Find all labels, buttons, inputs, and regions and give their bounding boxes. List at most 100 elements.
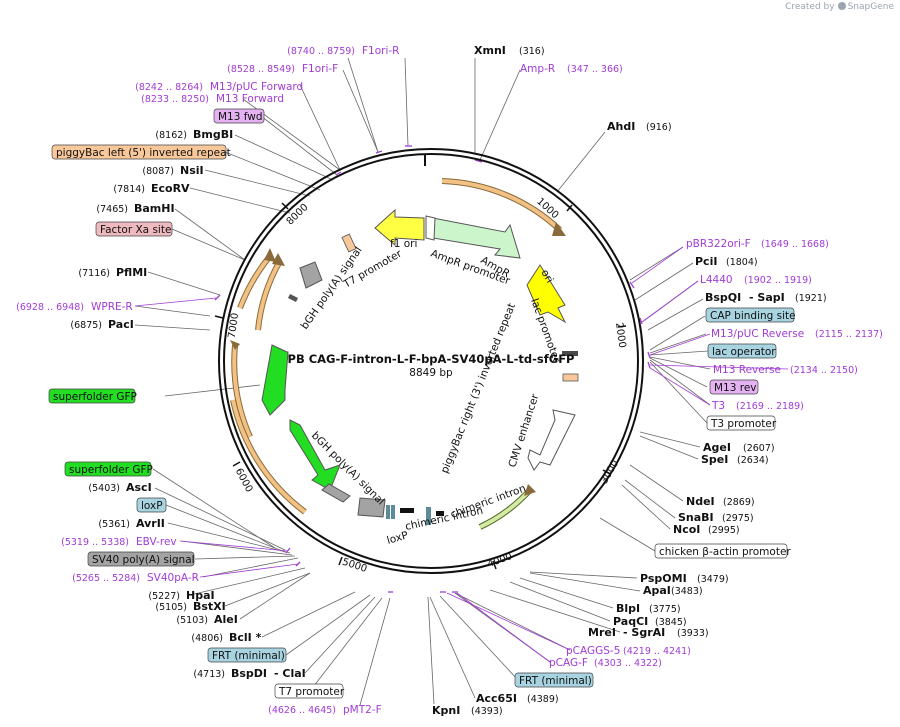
bmgbi-pos: (8162) [155,130,187,141]
label-ori: ori [538,268,555,286]
loxp-box-label: loxP [141,500,163,512]
kpni-pos: (4393) [471,706,503,717]
sfgfp-top-arrow [261,344,289,416]
amp-r-pos: (347 .. 366) [567,64,623,75]
pcii-name: PciI [695,255,717,268]
ncoi-pos: (2995) [708,525,740,536]
ndei-name: NdeI [686,495,715,508]
bspdi-pos: (4713) [193,669,225,680]
factor-xa-label: Factor Xa site [100,224,171,236]
ahdi-pos: (916) [646,122,672,133]
m13-reverse-name: M13 Reverse [713,364,781,376]
bcli-name: BclI * [229,631,262,644]
l4440-pos: (1902 .. 1919) [744,275,812,286]
plasmid-name: PB CAG-F-intron-L-F-bpA-SV40pA-L-td-sfGF… [288,352,575,366]
pcaggs5-pos: (4219 .. 4241) [623,646,691,657]
label-boxes [48,108,795,699]
sfgfp-2-label: superfolder GFP [69,464,153,476]
tick-label-5000: 5000 [341,557,369,575]
bgh-bottom-block [321,483,351,503]
ebv-rev-pos: (5319 .. 5338) [61,537,129,548]
paci-pos: (6875) [70,320,102,331]
lac-operator-block [562,373,579,382]
credit-prefix: Created by [785,2,835,12]
wpre-r-name: WPRE-R [91,301,133,313]
ncoi-name: NcoI [673,523,700,536]
bspqi-name: BspQI [705,291,741,304]
paqci-pos: (3845) [655,617,687,628]
cmv-enhancer-feature [527,409,576,471]
mrei-name: MreI [588,626,616,639]
label-f1-ori: f1 ori [390,238,417,250]
bgh-top-small [288,294,298,302]
apai-pos: (3483) [671,586,703,597]
asci-pos: (5403) [88,483,120,494]
bmgbi-name: BmgBI [193,128,233,141]
wpre-r-pos: (6928 .. 6948) [16,302,84,313]
sfgfp-1-label: superfolder GFP [53,391,137,403]
m13-forward-name: M13 Forward [216,93,284,105]
amp-r-name: Amp-R [520,63,555,75]
f1ori-f-name: F1ori-F [302,63,338,75]
backbone-inner [223,153,639,569]
loxp-block-1 [386,505,390,519]
label-piggybac-right: piggyBac right (3') inverted repeat [439,302,518,476]
pmt2-f-pos: (4626 .. 4645) [268,705,336,716]
pcag-f-name: pCAG-F [549,657,588,669]
spei-name: SpeI [701,453,728,466]
backbone-outer [218,148,644,574]
t3-promoter-label: T3 promoter [710,418,777,430]
pspomi-pos: (3479) [697,574,729,585]
tick-label-4000: 4000 [486,551,514,570]
m13-forward-pos: (8233 .. 8250) [141,94,209,105]
bgh-top-block [299,261,323,289]
plasmid-size: 8849 bp [409,367,453,379]
hpai-pos: (5227) [148,591,180,602]
pflmi-pos: (7116) [78,268,110,279]
ori-feature [526,264,567,324]
clai-name: - ClaI [274,667,306,680]
paci-name: PacI [108,318,134,331]
f1ori-r-pos: (8740 .. 8759) [287,46,355,57]
sv40pa-r-name: SV40pA-R [147,572,199,584]
acc65i-pos: (4389) [527,694,559,705]
pbr322ori-f-pos: (1649 .. 1668) [761,239,829,250]
label-loxp: loxP [386,529,410,546]
ecorv-pos: (7814) [113,184,145,195]
bamhi-pos: (7465) [96,204,128,215]
ebv-rev-name: EBV-rev [136,536,177,548]
pmt2-f-name: pMT2-F [343,704,382,716]
agei-name: AgeI [703,441,731,454]
kpni-name: KpnI [432,704,460,717]
frt-min-2-label: FRT (minimal) [519,675,592,687]
t3-name: T3 [711,400,725,412]
mrei-pos: (3933) [677,628,709,639]
frt-block [426,507,431,525]
spei-pos: (2634) [737,455,769,466]
tick-label-7000: 7000 [227,312,241,339]
m13-rev-box-label: M13 rev [714,382,757,394]
f1-ori-feature [374,208,425,247]
left-labels: (8740 .. 8759) F1ori-R (8528 .. 8549) F1… [16,45,399,716]
acc65i-name: Acc65I [476,692,517,705]
blpi-name: BlpI [616,602,640,615]
right-labels: XmnI (316) Amp-R (347 .. 366) AhdI (916)… [432,44,883,717]
xmni-pos: (316) [519,46,545,57]
cap-site-label: CAP binding site [710,310,796,322]
agei-pos: (2607) [743,443,775,454]
paqci-name: PaqCI [613,615,648,628]
nsii-pos: (8087) [142,166,174,177]
intron-block-2 [436,511,444,516]
blpi-pos: (3775) [649,604,681,615]
tick-label-8000: 8000 [285,202,311,228]
ampr-feature [432,217,521,259]
intron-block-1 [400,508,414,513]
m13puc-rev-pos: (2115 .. 2137) [815,329,883,340]
asci-name: AscI [126,481,152,494]
nsii-name: NsiI [180,164,204,177]
tick-label-3000: 3000 [599,458,621,486]
snabi-name: SnaBI [678,511,714,524]
chicken-actin-label: chicken β-actin promoter [659,546,791,558]
